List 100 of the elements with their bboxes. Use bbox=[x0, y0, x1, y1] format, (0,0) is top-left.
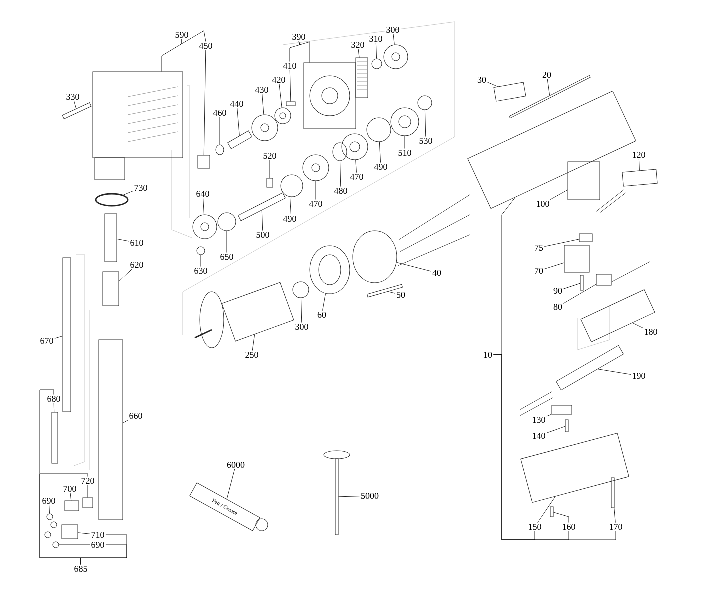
leader-line bbox=[290, 197, 292, 215]
plate bbox=[192, 214, 218, 240]
callout-number: 40 bbox=[432, 270, 442, 276]
screw bbox=[580, 275, 584, 291]
callout-number: 450 bbox=[199, 42, 212, 50]
pin bbox=[62, 258, 72, 412]
bearing bbox=[274, 108, 292, 124]
callout-number: 410 bbox=[283, 62, 296, 70]
plate bbox=[356, 58, 368, 98]
leader-line bbox=[237, 108, 240, 136]
ring bbox=[366, 118, 392, 142]
die bbox=[62, 524, 78, 540]
leader-line bbox=[614, 508, 616, 523]
bearing bbox=[302, 154, 330, 182]
callout-number: 310 bbox=[370, 36, 382, 42]
leader-line bbox=[262, 94, 264, 116]
callout-number: 520 bbox=[264, 152, 276, 160]
leader-line bbox=[49, 505, 50, 514]
leader-line bbox=[393, 34, 395, 46]
leader-line bbox=[554, 512, 570, 523]
leader-line bbox=[78, 532, 90, 534]
t-key bbox=[324, 450, 350, 536]
bracket-line bbox=[298, 41, 310, 63]
callout-number: 330 bbox=[66, 94, 80, 100]
callout-number: 685 bbox=[74, 566, 88, 572]
callout-number: 120 bbox=[633, 152, 646, 158]
leader-line bbox=[598, 369, 632, 375]
callout-number: 60 bbox=[318, 312, 326, 318]
callout-number: 300 bbox=[386, 26, 400, 34]
bracket-line bbox=[290, 41, 300, 62]
bracket-line bbox=[80, 544, 128, 565]
leader-line bbox=[550, 190, 568, 200]
callout-number: 80 bbox=[554, 304, 562, 310]
block bbox=[564, 245, 590, 273]
leader-line bbox=[301, 298, 302, 323]
leader-line bbox=[203, 198, 204, 215]
callout-number: 530 bbox=[420, 138, 432, 144]
bushing bbox=[332, 142, 348, 162]
callout-number: 50 bbox=[397, 292, 406, 298]
leader-line bbox=[123, 420, 129, 424]
leader-line bbox=[70, 493, 72, 501]
leader-line bbox=[638, 159, 640, 171]
callout-number: 300 bbox=[296, 324, 308, 330]
callout-number: 150 bbox=[529, 524, 542, 530]
callout-number: 640 bbox=[196, 190, 210, 198]
leader-line bbox=[204, 50, 206, 156]
leader-line bbox=[546, 426, 566, 434]
angle-head-housing bbox=[92, 72, 184, 180]
callout-number: 720 bbox=[82, 478, 94, 484]
brush-holder bbox=[622, 169, 658, 187]
pad bbox=[494, 82, 526, 102]
screw bbox=[46, 514, 54, 520]
callout-number: 190 bbox=[633, 372, 646, 380]
callout-number: 180 bbox=[645, 328, 658, 336]
leader-line bbox=[563, 284, 596, 304]
leader-line bbox=[54, 336, 63, 339]
switch bbox=[568, 162, 600, 200]
bearing bbox=[384, 44, 408, 70]
callout-number: 75 bbox=[535, 245, 544, 251]
blade bbox=[82, 498, 94, 508]
callout-number: 500 bbox=[256, 232, 270, 238]
callout-number: 650 bbox=[220, 254, 234, 260]
armature bbox=[194, 282, 294, 348]
ring bbox=[310, 246, 350, 294]
leader-line bbox=[252, 334, 256, 351]
plug bbox=[580, 290, 656, 342]
callout-number: 30 bbox=[478, 76, 486, 84]
leader-line bbox=[226, 469, 236, 500]
callout-number: 160 bbox=[563, 524, 576, 530]
leader-line bbox=[538, 496, 556, 523]
leader-line bbox=[563, 283, 580, 290]
leader-line bbox=[200, 255, 202, 267]
leader-line bbox=[396, 262, 432, 272]
callout-number: 470 bbox=[309, 200, 322, 208]
ring bbox=[280, 174, 304, 198]
callout-number: 10 bbox=[484, 352, 492, 358]
callout-number: 6000 bbox=[227, 462, 245, 468]
leader-line bbox=[290, 70, 292, 102]
sleeve bbox=[556, 345, 624, 391]
callout-number: 630 bbox=[194, 268, 208, 274]
callout-number: 700 bbox=[64, 486, 76, 492]
ring bbox=[372, 58, 382, 70]
leader-line bbox=[388, 292, 396, 294]
callout-number: 420 bbox=[272, 76, 286, 84]
callout-number: 510 bbox=[398, 150, 412, 156]
leader-line bbox=[117, 238, 130, 242]
bracket-line bbox=[493, 354, 616, 540]
leader-line bbox=[279, 84, 282, 108]
bracket-line bbox=[182, 30, 206, 44]
screw bbox=[550, 506, 554, 518]
leader-line bbox=[262, 210, 264, 231]
callout-number: 140 bbox=[533, 432, 546, 440]
leader-line bbox=[544, 239, 580, 248]
callout-number: 170 bbox=[610, 524, 622, 530]
leader-line bbox=[340, 161, 342, 187]
callout-number: 670 bbox=[40, 338, 54, 344]
callout-number: 490 bbox=[283, 216, 296, 222]
callout-number: 610 bbox=[130, 240, 144, 246]
leader-line bbox=[544, 262, 564, 270]
leader-line bbox=[356, 160, 357, 173]
